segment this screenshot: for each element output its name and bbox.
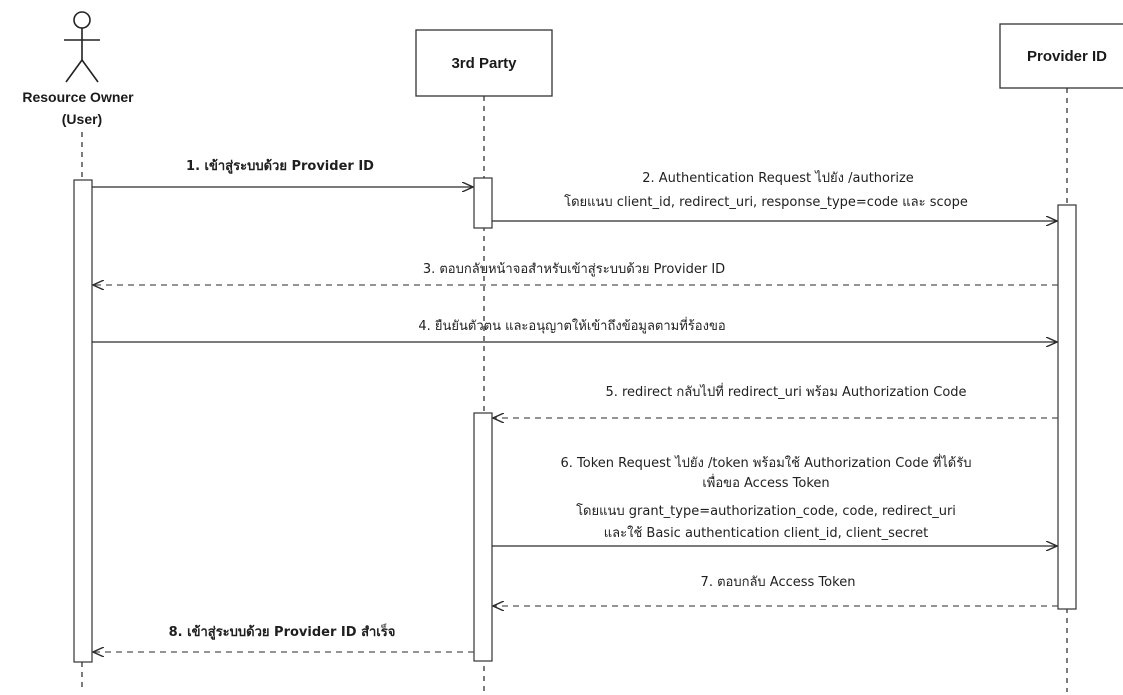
message-6-label-line4: และใช้ Basic authentication client_id, c… <box>604 525 928 541</box>
message-1-label: 1. เข้าสู่ระบบด้วย Provider ID <box>186 158 374 174</box>
message-6-label-line3: โดยแนบ grant_type=authorization_code, co… <box>576 503 956 519</box>
participant-box-provider <box>999 23 1123 89</box>
participant-box-third-party <box>415 29 553 97</box>
activation-user <box>73 179 93 663</box>
actor-label-line1: Resource Owner <box>22 89 134 105</box>
participant-label-third-party: 3rd Party <box>451 55 517 72</box>
activation-provider <box>1057 204 1077 610</box>
message-6-label-line1: 6. Token Request ไปยัง /token พร้อมใช้ A… <box>561 454 972 471</box>
actor-label-line2: (User) <box>62 111 102 127</box>
message-6-label-line2: เพื่อขอ Access Token <box>702 474 829 491</box>
message-5-label: 5. redirect กลับไปที่ redirect_uri พร้อม… <box>605 383 966 400</box>
message-4-label: 4. ยืนยันตัวตน และอนุญาตให้เข้าถึงข้อมูล… <box>418 317 725 334</box>
activation-third-party-2 <box>473 412 493 662</box>
message-3-label: 3. ตอบกลับหน้าจอสำหรับเข้าสู่ระบบด้วย Pr… <box>423 262 725 277</box>
actor-stick-figure-icon <box>64 11 100 83</box>
activation-third-party-1 <box>473 177 493 229</box>
message-2-label-line1: 2. Authentication Request ไปยัง /authori… <box>642 170 914 186</box>
participant-label-provider: Provider ID <box>1027 48 1107 65</box>
message-2-label-line2: โดยแนบ client_id, redirect_uri, response… <box>564 194 968 210</box>
message-7-label: 7. ตอบกลับ Access Token <box>701 575 856 590</box>
message-8-label: 8. เข้าสู่ระบบด้วย Provider ID สำเร็จ <box>169 622 396 640</box>
